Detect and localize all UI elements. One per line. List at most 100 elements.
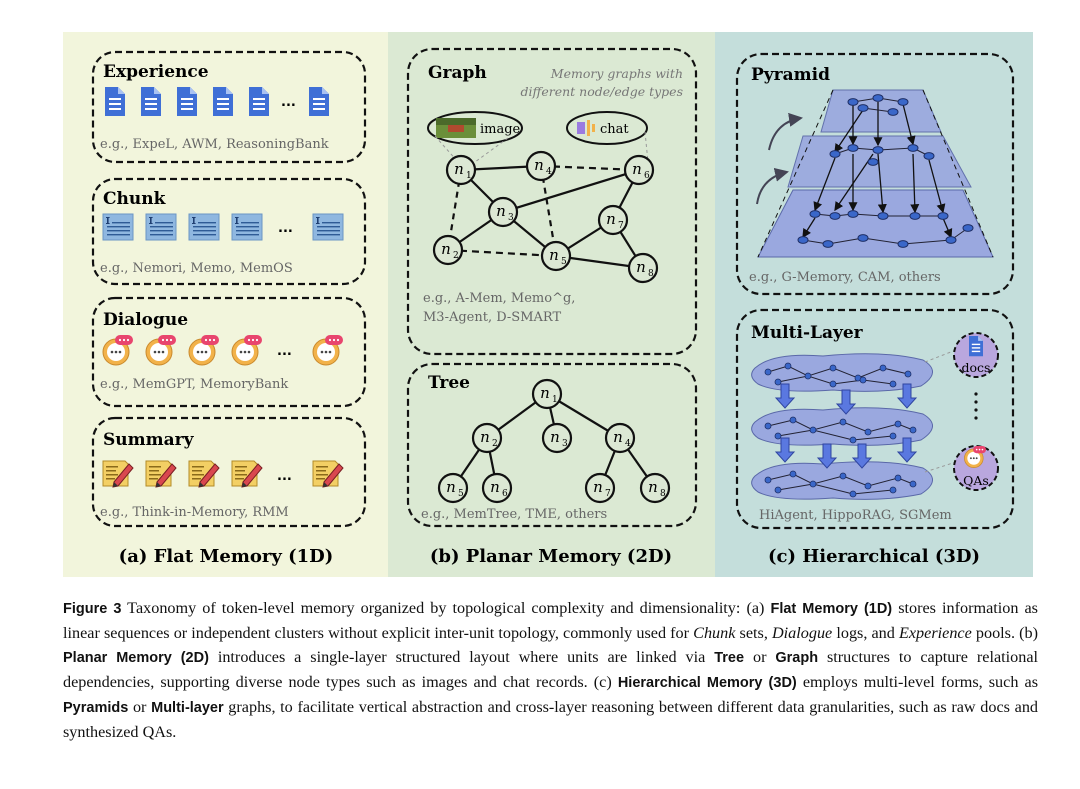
- curved-arrow-icon: [756, 167, 789, 205]
- caption-text: sets,: [735, 624, 772, 642]
- pyramid-nodes: [797, 94, 974, 248]
- chunk-icon: [231, 213, 263, 241]
- document-icon: [213, 87, 233, 116]
- caption-chunk-term: Chunk: [693, 624, 736, 642]
- chunk-box: Chunk ... e.g., Nemori, Memo, MemOS: [91, 177, 367, 286]
- graph-node-subscript: 2: [453, 251, 459, 261]
- tree-node-label: n: [593, 478, 603, 496]
- experience-examples: e.g., ExpeL, AWM, ReasoningBank: [100, 137, 329, 152]
- caption-text: or: [744, 648, 776, 666]
- caption-figure-label: Figure 3: [63, 601, 122, 617]
- tree-title: Tree: [428, 373, 470, 393]
- graph-node-label: n: [441, 240, 451, 258]
- qas-node: QAs: [953, 445, 999, 491]
- graph-box: Graph Memory graphs with different node/…: [406, 47, 698, 356]
- caption-text: introduces a single-layer structured lay…: [208, 648, 715, 666]
- dialogue-ellipsis: ...: [277, 344, 292, 359]
- tree-node-label: n: [550, 428, 560, 446]
- qas-label: QAs: [963, 473, 989, 488]
- summary-ellipsis: ...: [277, 469, 292, 484]
- chunk-icon: [145, 213, 177, 241]
- caption-multilayer-term: Multi-layer: [151, 700, 224, 716]
- experience-title: Experience: [103, 62, 209, 82]
- curved-arrow-icon: [768, 112, 803, 151]
- summary-pencil-icon: [145, 460, 177, 488]
- graph-node-subscript: 4: [546, 167, 552, 177]
- experience-box: Experience ... e.g., ExpeL, AWM, Reasoni…: [91, 50, 367, 164]
- graph-node-label: n: [549, 246, 559, 264]
- chunk-icon: [102, 213, 134, 241]
- caption-text: Taxonomy of token-level memory organized…: [121, 599, 771, 617]
- tree-node-label: n: [446, 478, 456, 496]
- caption-text: or: [128, 698, 152, 716]
- caption-hier-term: Hierarchical Memory (3D): [617, 675, 797, 691]
- chunk-icon: [312, 213, 344, 241]
- graph-node-subscript: 5: [561, 257, 567, 267]
- figure-canvas: Experience ... e.g., ExpeL, AWM, Reasoni…: [63, 32, 1033, 577]
- dialogue-examples: e.g., MemGPT, MemoryBank: [100, 377, 288, 392]
- tree-node-label: n: [648, 478, 658, 496]
- caption-flat-term: Flat Memory (1D): [770, 601, 893, 617]
- graph-title: Graph: [428, 63, 487, 83]
- document-icon: [309, 87, 329, 116]
- docs-label: docs: [962, 360, 991, 375]
- summary-box: Summary ... e.g., Think-in-Memory, RMM: [91, 416, 367, 528]
- summary-pencil-icon: [312, 460, 344, 488]
- multilayer-layer-2: [751, 407, 933, 446]
- tree-node-label: n: [540, 384, 550, 402]
- tree-node-subscript: 8: [660, 489, 666, 499]
- tree-node-subscript: 3: [562, 439, 568, 449]
- document-icon: [249, 87, 269, 116]
- chunk-ellipsis: ...: [278, 221, 293, 236]
- summary-title: Summary: [103, 430, 195, 450]
- multilayer-examples: HiAgent, HippoRAG, SGMem: [759, 508, 952, 523]
- graph-node-label: n: [606, 210, 616, 228]
- pyramid-examples: e.g., G-Memory, CAM, others: [749, 270, 941, 285]
- graph-node-label: n: [636, 258, 646, 276]
- tree-node-subscript: 2: [492, 439, 498, 449]
- graph-node-label: n: [632, 160, 642, 178]
- caption-text: stores information as linear sequences o…: [63, 599, 1038, 642]
- summary-pencil-icon: [102, 460, 134, 488]
- graph-node-label: n: [454, 160, 464, 178]
- caption-text: employs multi-level forms, such as: [796, 673, 1038, 691]
- tree-node-subscript: 4: [625, 439, 631, 449]
- experience-ellipsis: ...: [281, 95, 296, 110]
- planar-panel-title: (b) Planar Memory (2D): [430, 546, 672, 567]
- multilayer-title: Multi-Layer: [751, 323, 864, 343]
- graph-note-line2: different node/edge types: [520, 84, 683, 99]
- tree-node-label: n: [490, 478, 500, 496]
- pyramid-title: Pyramid: [751, 65, 830, 85]
- graph-node-subscript: 8: [648, 269, 654, 279]
- flat-panel-title: (a) Flat Memory (1D): [119, 546, 334, 567]
- summary-pencil-icon: [231, 460, 263, 488]
- hier-panel-title: (c) Hierarchical (3D): [768, 546, 980, 567]
- tree-node-subscript: 6: [502, 489, 508, 499]
- document-icon: [141, 87, 161, 116]
- chunk-examples: e.g., Nemori, Memo, MemOS: [100, 261, 293, 276]
- pyramid-box: Pyramid: [735, 52, 1015, 296]
- pyramid-edges: [802, 102, 953, 239]
- figure-caption: Figure 3 Taxonomy of token-level memory …: [63, 596, 1038, 744]
- tree-node-subscript: 5: [458, 489, 464, 499]
- graph-note-line1: Memory graphs with: [550, 66, 683, 81]
- docs-node: docs: [953, 332, 999, 378]
- tree-node-subscript: 1: [552, 395, 558, 405]
- chunk-icon: [188, 213, 220, 241]
- caption-experience-term: Experience: [898, 624, 972, 642]
- multilayer-layer-1: [751, 353, 933, 392]
